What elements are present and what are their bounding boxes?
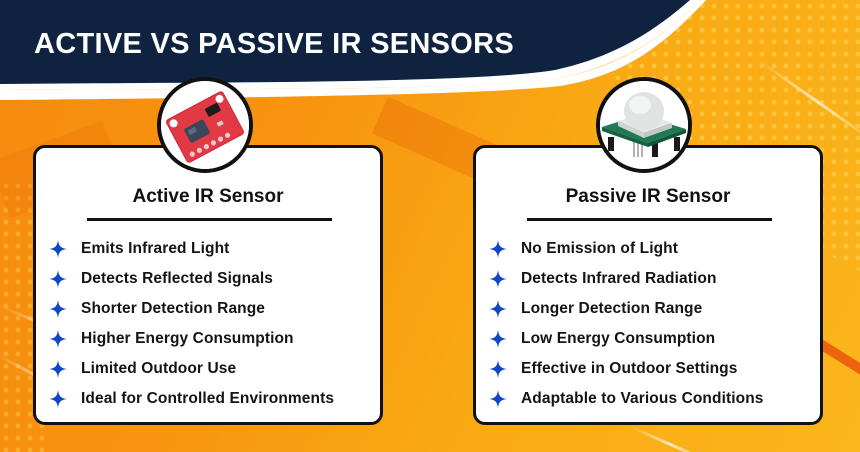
list-item: Effective in Outdoor Settings — [489, 354, 764, 384]
four-point-star-icon — [49, 240, 67, 258]
four-point-star-icon — [49, 270, 67, 288]
header-banner — [0, 0, 706, 100]
list-item-text: Emits Infrared Light — [81, 240, 230, 257]
list-item-text: No Emission of Light — [521, 240, 678, 257]
list-item: Adaptable to Various Conditions — [489, 384, 764, 414]
four-point-star-icon — [489, 300, 507, 318]
light-streak — [629, 425, 713, 452]
four-point-star-icon — [489, 330, 507, 348]
four-point-star-icon — [489, 270, 507, 288]
list-item: Shorter Detection Range — [49, 294, 334, 324]
card-title: Passive IR Sensor — [565, 186, 731, 207]
feature-list: Emits Infrared Light Detects Reflected S… — [49, 234, 334, 414]
active-ir-card: Active IR Sensor Emits Infrared Light De… — [33, 145, 383, 425]
list-item: Limited Outdoor Use — [49, 354, 334, 384]
page-title: ACTIVE VS PASSIVE IR SENSORS — [34, 28, 515, 60]
sensor-board-illustration — [161, 81, 249, 169]
list-item: Ideal for Controlled Environments — [49, 384, 334, 414]
list-item-text: Ideal for Controlled Environments — [81, 390, 335, 407]
title-divider — [527, 218, 772, 221]
list-item-text: Limited Outdoor Use — [81, 360, 237, 377]
list-item: No Emission of Light — [489, 234, 764, 264]
four-point-star-icon — [489, 360, 507, 378]
four-point-star-icon — [489, 390, 507, 408]
list-item: Emits Infrared Light — [49, 234, 334, 264]
list-item-text: Adaptable to Various Conditions — [521, 390, 764, 407]
list-item: Longer Detection Range — [489, 294, 764, 324]
four-point-star-icon — [49, 330, 67, 348]
list-item-text: Higher Energy Consumption — [81, 330, 294, 347]
passive-ir-card: Passive IR Sensor No Emission of Light D… — [473, 145, 823, 425]
list-item: Detects Reflected Signals — [49, 264, 334, 294]
list-item-text: Detects Reflected Signals — [81, 270, 274, 287]
title-divider — [87, 218, 332, 221]
list-item: Higher Energy Consumption — [49, 324, 334, 354]
list-item: Low Energy Consumption — [489, 324, 764, 354]
pir-module-illustration — [600, 81, 688, 169]
four-point-star-icon — [49, 390, 67, 408]
list-item: Detects Infrared Radiation — [489, 264, 764, 294]
list-item-text: Effective in Outdoor Settings — [521, 360, 738, 377]
card-title: Active IR Sensor — [132, 186, 284, 207]
passive-ir-sensor-image — [596, 77, 692, 173]
list-item-text: Shorter Detection Range — [81, 300, 266, 317]
four-point-star-icon — [49, 300, 67, 318]
four-point-star-icon — [489, 240, 507, 258]
list-item-text: Longer Detection Range — [521, 300, 703, 317]
list-item-text: Low Energy Consumption — [521, 330, 716, 347]
active-ir-sensor-image — [157, 77, 253, 173]
feature-list: No Emission of Light Detects Infrared Ra… — [489, 234, 764, 414]
list-item-text: Detects Infrared Radiation — [521, 270, 717, 287]
four-point-star-icon — [49, 360, 67, 378]
